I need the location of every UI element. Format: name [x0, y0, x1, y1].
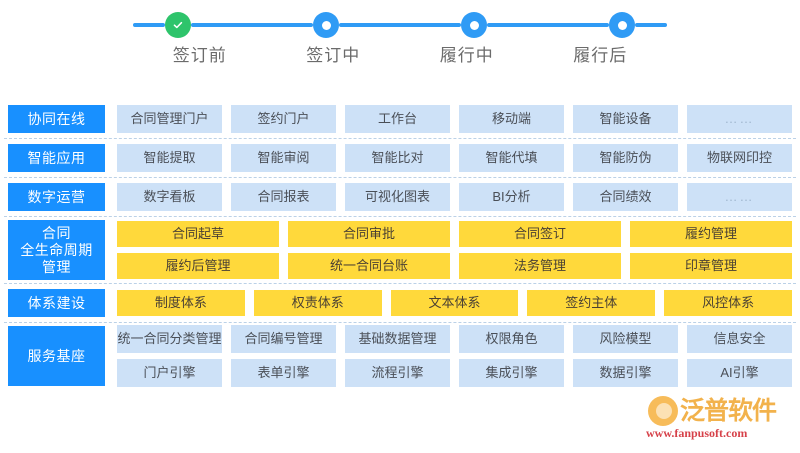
matrix-cell[interactable]: 合同审批	[288, 221, 450, 247]
matrix-cell[interactable]: 物联网印控	[687, 144, 792, 172]
cell-line-6-2: 门户引擎表单引擎流程引擎集成引擎数据引擎 AI引擎	[117, 359, 792, 387]
matrix-cell[interactable]: 可视化图表	[345, 183, 450, 211]
row-label-4[interactable]: 合同全生命周期管理	[8, 220, 105, 280]
row-divider-5	[4, 322, 796, 323]
cell-line-3-1: 数字看板合同报表可视化图表 BI分析合同绩效 ……	[117, 183, 792, 211]
matrix-cell[interactable]: 数字看板	[117, 183, 222, 211]
row-cells-1: 合同管理门户签约门户工作台移动端智能设备 ……	[105, 100, 792, 138]
matrix-cell[interactable]: 集成引擎	[459, 359, 564, 387]
stepper-line-2	[339, 23, 461, 27]
cell-more[interactable]: ……	[687, 183, 792, 211]
matrix-cell[interactable]: 表单引擎	[231, 359, 336, 387]
check-icon	[173, 21, 183, 29]
matrix-cell[interactable]: 工作台	[345, 105, 450, 133]
matrix-cell[interactable]: 智能审阅	[231, 144, 336, 172]
stepper-track	[133, 12, 667, 38]
row-label-5[interactable]: 体系建设	[8, 289, 105, 317]
matrix-cell[interactable]: 智能代填	[459, 144, 564, 172]
row-cells-4: 合同起草合同审批合同签订履约管理履约后管理统一合同台账法务管理印章管理	[105, 217, 792, 283]
matrix-cell[interactable]: 智能比对	[345, 144, 450, 172]
matrix-cell[interactable]: 法务管理	[459, 253, 621, 279]
step-node-4[interactable]	[609, 12, 635, 38]
step-node-1[interactable]	[165, 12, 191, 38]
matrix-cell[interactable]: AI引擎	[687, 359, 792, 387]
step-label-3: 履行中	[439, 46, 494, 65]
watermark: 泛普软件 www.fanpusoft.com	[640, 392, 800, 450]
brand-logo-icon	[648, 396, 678, 426]
matrix-cell[interactable]: 统一合同分类管理	[117, 325, 222, 353]
matrix-cell[interactable]: 履约后管理	[117, 253, 279, 279]
row-label-1[interactable]: 协同在线	[8, 105, 105, 133]
matrix-row-5: 体系建设制度体系权责体系文本体系签约主体风控体系	[0, 284, 800, 322]
stepper-labels: 签订前 签订中 履行中 履行后	[133, 44, 667, 68]
matrix-cell[interactable]: 智能防伪	[573, 144, 678, 172]
stepper-line-start	[133, 23, 165, 27]
matrix-cell[interactable]: 权限角色	[459, 325, 564, 353]
matrix-row-3: 数字运营数字看板合同报表可视化图表 BI分析合同绩效 ……	[0, 178, 800, 216]
cell-line-2-1: 智能提取智能审阅智能比对智能代填智能防伪物联网印控	[117, 144, 792, 172]
matrix-cell[interactable]: 风险模型	[573, 325, 678, 353]
matrix-cell[interactable]: 签约门户	[231, 105, 336, 133]
step-label-2: 签订中	[306, 46, 361, 65]
row-cells-3: 数字看板合同报表可视化图表 BI分析合同绩效 ……	[105, 178, 792, 216]
row-cells-2: 智能提取智能审阅智能比对智能代填智能防伪物联网印控	[105, 139, 792, 177]
matrix-cell[interactable]: 智能提取	[117, 144, 222, 172]
cell-line-4-2: 履约后管理统一合同台账法务管理印章管理	[117, 253, 792, 279]
matrix-cell[interactable]: 履约管理	[630, 221, 792, 247]
process-stepper: 签订前 签订中 履行中 履行后	[0, 0, 800, 90]
matrix-cell[interactable]: 智能设备	[573, 105, 678, 133]
matrix-row-2: 智能应用智能提取智能审阅智能比对智能代填智能防伪物联网印控	[0, 139, 800, 177]
stepper-line-1	[191, 23, 313, 27]
cell-line-1-1: 合同管理门户签约门户工作台移动端智能设备 ……	[117, 105, 792, 133]
step-label-4: 履行后	[573, 46, 628, 65]
watermark-brand: 泛普软件	[680, 397, 777, 425]
row-label-6[interactable]: 服务基座	[8, 326, 105, 386]
matrix-cell[interactable]: 统一合同台账	[288, 253, 450, 279]
row-label-3[interactable]: 数字运营	[8, 183, 105, 211]
matrix-cell[interactable]: 制度体系	[117, 290, 245, 316]
cell-line-6-1: 统一合同分类管理合同编号管理基础数据管理权限角色风险模型信息安全	[117, 325, 792, 353]
watermark-logo: 泛普软件	[648, 396, 777, 426]
stepper-line-end	[635, 23, 667, 27]
matrix-row-6: 服务基座统一合同分类管理合同编号管理基础数据管理权限角色风险模型信息安全门户引擎…	[0, 323, 800, 389]
step-node-2[interactable]	[313, 12, 339, 38]
row-cells-5: 制度体系权责体系文本体系签约主体风控体系	[105, 284, 792, 322]
matrix-cell[interactable]: 风控体系	[664, 290, 792, 316]
matrix-cell[interactable]: 合同报表	[231, 183, 336, 211]
matrix-cell[interactable]: 合同签订	[459, 221, 621, 247]
matrix-cell[interactable]: 移动端	[459, 105, 564, 133]
row-divider-2	[4, 177, 796, 178]
matrix-cell[interactable]: 数据引擎	[573, 359, 678, 387]
matrix-cell[interactable]: 合同编号管理	[231, 325, 336, 353]
matrix-cell[interactable]: 合同管理门户	[117, 105, 222, 133]
step-node-3[interactable]	[461, 12, 487, 38]
row-label-2[interactable]: 智能应用	[8, 144, 105, 172]
matrix-cell[interactable]: 印章管理	[630, 253, 792, 279]
matrix-cell[interactable]: 文本体系	[390, 290, 519, 316]
row-divider-1	[4, 138, 796, 139]
cell-line-5-1: 制度体系权责体系文本体系签约主体风控体系	[117, 290, 792, 316]
cell-line-4-1: 合同起草合同审批合同签订履约管理	[117, 221, 792, 247]
cell-more[interactable]: ……	[687, 105, 792, 133]
matrix-cell[interactable]: 流程引擎	[345, 359, 450, 387]
watermark-url: www.fanpusoft.com	[646, 426, 748, 440]
matrix-cell[interactable]: 门户引擎	[117, 359, 222, 387]
matrix-cell[interactable]: BI分析	[459, 183, 564, 211]
matrix-cell[interactable]: 合同绩效	[573, 183, 678, 211]
matrix-row-4: 合同全生命周期管理合同起草合同审批合同签订履约管理履约后管理统一合同台账法务管理…	[0, 217, 800, 283]
matrix-cell[interactable]: 信息安全	[687, 325, 792, 353]
step-label-1: 签订前	[172, 46, 227, 65]
matrix-row-1: 协同在线合同管理门户签约门户工作台移动端智能设备 ……	[0, 100, 800, 138]
row-cells-6: 统一合同分类管理合同编号管理基础数据管理权限角色风险模型信息安全门户引擎表单引擎…	[105, 323, 792, 389]
stepper-line-3	[487, 23, 609, 27]
row-divider-3	[4, 216, 796, 217]
row-divider-4	[4, 283, 796, 284]
matrix-cell[interactable]: 基础数据管理	[345, 325, 450, 353]
matrix-cell[interactable]: 合同起草	[117, 221, 279, 247]
capability-matrix: 协同在线合同管理门户签约门户工作台移动端智能设备……智能应用智能提取智能审阅智能…	[0, 100, 800, 389]
matrix-cell[interactable]: 签约主体	[527, 290, 656, 316]
matrix-cell[interactable]: 权责体系	[253, 290, 382, 316]
